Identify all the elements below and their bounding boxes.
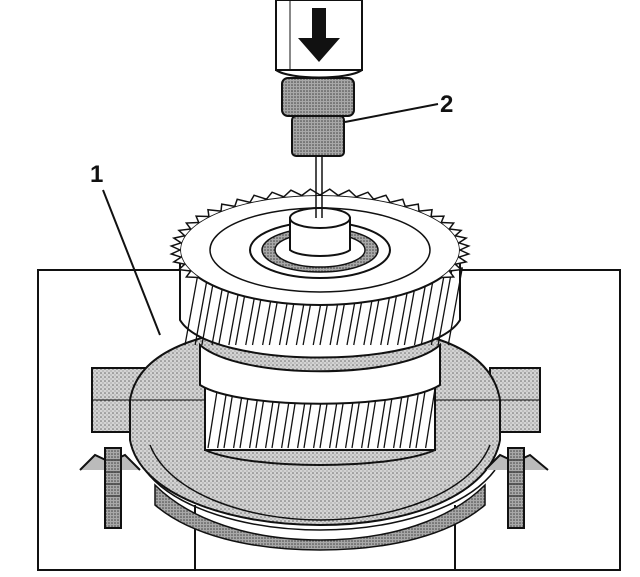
callout-2-label: 2 bbox=[440, 91, 453, 118]
callout-1-label: 1 bbox=[90, 161, 103, 188]
clamp-bolt-right-icon bbox=[484, 447, 549, 529]
clamp-bolt-left-icon bbox=[79, 447, 141, 529]
callout-1: 1 bbox=[90, 161, 161, 336]
press-arrow-icon bbox=[298, 8, 340, 62]
callout-2: 2 bbox=[344, 91, 453, 123]
helical-gear-icon bbox=[169, 188, 471, 466]
